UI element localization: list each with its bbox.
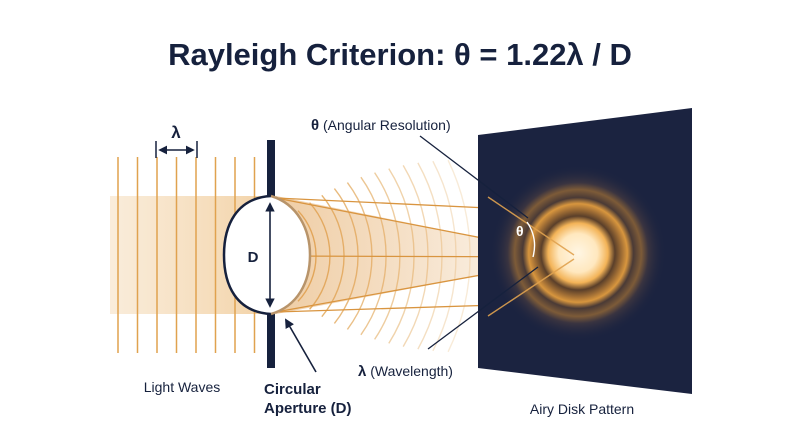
light-waves-label: Light Waves — [144, 379, 221, 395]
aperture-lens-right — [270, 194, 312, 316]
aperture-label-line2: Aperture (D) — [264, 400, 352, 417]
diffraction-cone — [276, 196, 578, 314]
wavelength-bracket — [155, 141, 198, 158]
aperture-lens-left — [222, 194, 272, 316]
theta-callout-line — [419, 135, 529, 219]
diameter-symbol: D — [248, 249, 259, 266]
ray-on-screen-upper — [487, 196, 575, 256]
theta-angle-arc — [526, 221, 536, 258]
wavelength-symbol: λ — [171, 123, 181, 142]
lambda-callout-line — [427, 266, 539, 350]
page-title: Rayleigh Criterion: θ = 1.22λ / D — [168, 37, 632, 72]
theta-caption-symbol: θ — [311, 117, 319, 134]
theta-caption-text: (Angular Resolution) — [319, 117, 451, 133]
ray-on-screen-lower — [487, 258, 575, 317]
lambda-caption-symbol: λ — [358, 363, 367, 380]
aperture-label-line1: Circular — [264, 381, 321, 398]
aperture-callout-arrow — [285, 318, 317, 373]
theta-symbol: θ — [516, 223, 524, 239]
airy-disk-label: Airy Disk Pattern — [530, 401, 634, 417]
airy-disk-pattern-graphic — [490, 165, 666, 341]
theta-caption: θ (Angular Resolution) — [311, 117, 451, 134]
lambda-caption-text: (Wavelength) — [366, 363, 453, 379]
plane-waves — [117, 157, 256, 353]
lambda-caption: λ (Wavelength) — [358, 363, 453, 380]
